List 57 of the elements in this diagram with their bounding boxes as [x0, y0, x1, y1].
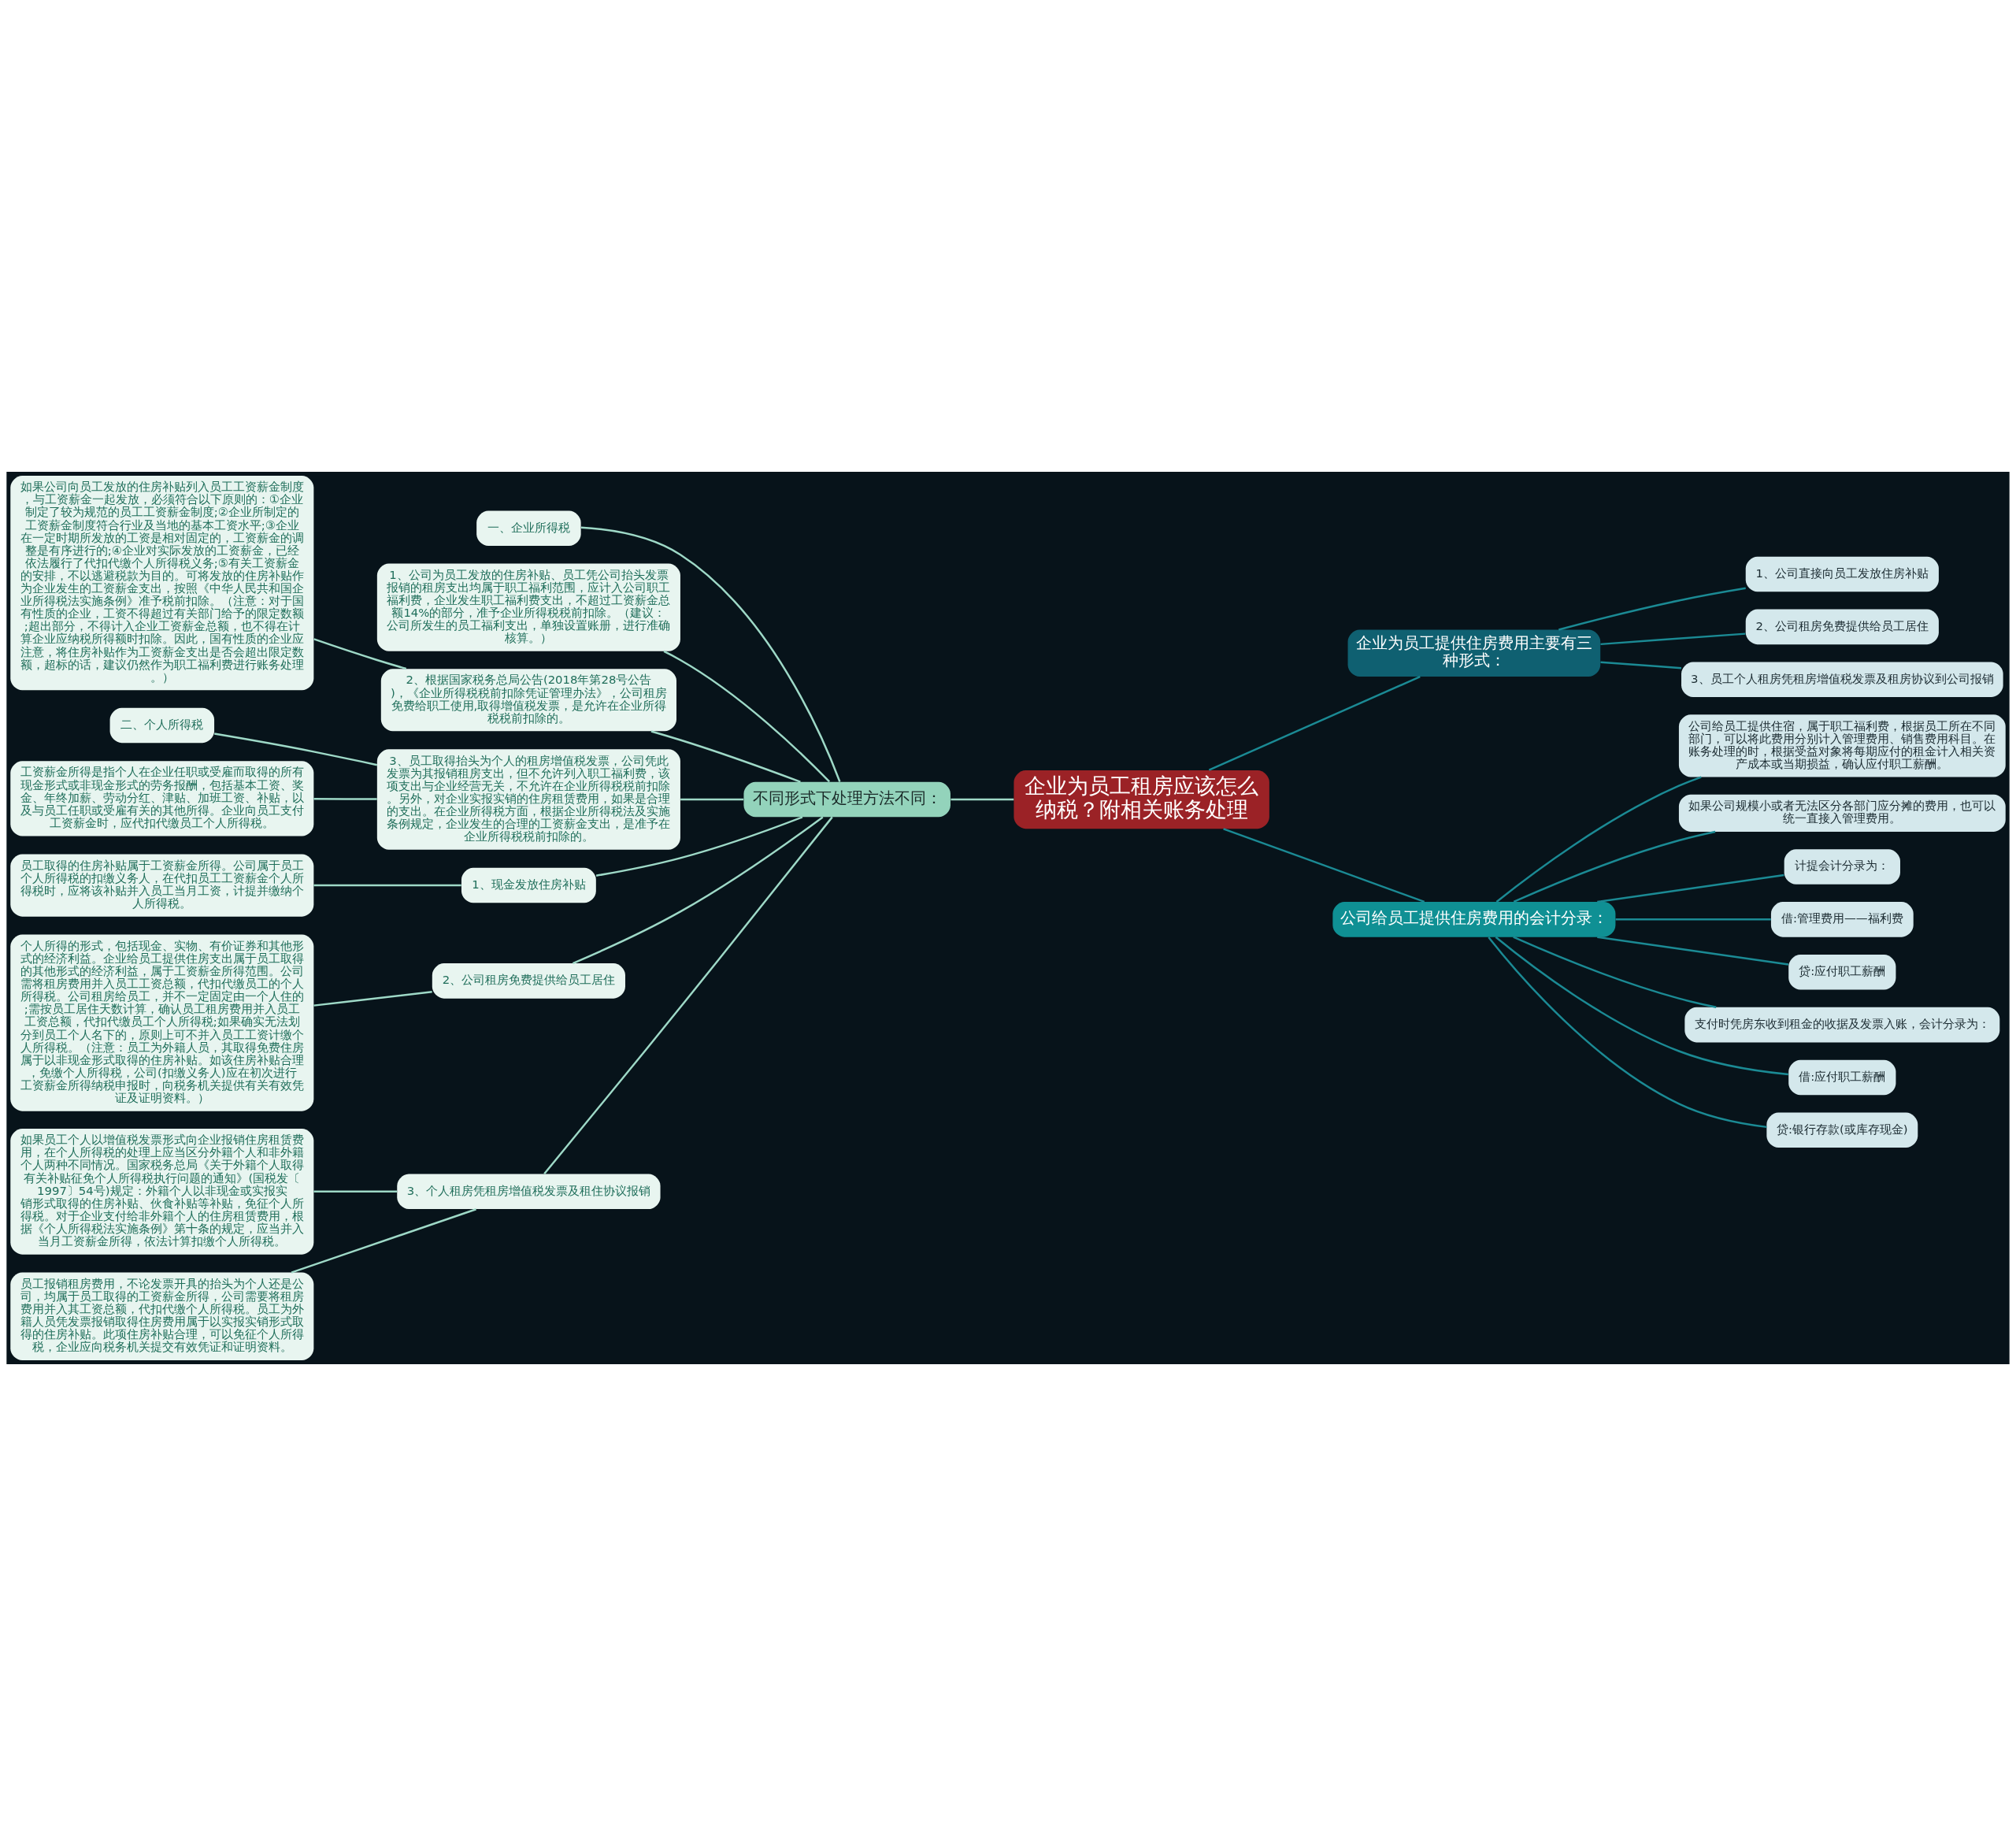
node-box: 3、员工个人租房凭租房增值税发票及租房协议到公司报销	[1681, 662, 2003, 698]
connector	[1597, 873, 1784, 903]
connector	[1597, 936, 1789, 966]
connector	[543, 816, 833, 1175]
connector	[595, 816, 803, 877]
node-box: 员工报销租房费用，不论发票开具的抬头为个人还是公司，均属于员工取得的工资薪金所得，公司需要将租房费用并入其工资总额，代扣代缴个人所得税。员工为外籍人员凭发票报销取得住房费用属于以实报实销形式取得的住房补贴。此项住房补贴合理，可以免征个人所得税，企业应向税务机关提交有效凭证和证明资料。	[10, 1272, 314, 1361]
connector	[580, 526, 841, 782]
node-box: 个人所得的形式，包括现金、实物、有价证券和其他形式的经济利益。企业给员工提供住房支出属于员工取得的其他形式的经济利益，属于工资薪金所得范围。公司需将租房费用并入员工工资总额，代扣代缴员工的个人所得税。公司租房给员工，并不一定固定由一个人住的;需按员工居住天数计算，确认员工租房费用并入员工工资总额，代扣代缴员工个人所得税;如果确实无法划分到员工个人名下的，原则上可不并入员工工资计缴个人所得税。（注意：员工为外籍人员，其取得免费住房属于以非现金形式取得的住房补贴。如该住房补贴合理，免缴个人所得税，公司(扣缴义务人)应在初次进行工资薪金所得纳税申报时，向税务机关提供有关有效凭证及证明资料。）	[10, 934, 314, 1111]
connector	[313, 798, 377, 800]
connector	[313, 991, 432, 1007]
node-box: 二、个人所得税	[109, 707, 215, 744]
node-box: 公司给员工提供住房费用的会计分录：	[1332, 902, 1616, 937]
connector	[1600, 632, 1746, 646]
node-box: 贷:应付职工薪酬	[1788, 954, 1896, 990]
node-box: 1、现金发放住房补贴	[461, 867, 596, 903]
connector	[1600, 661, 1682, 669]
connector	[572, 816, 824, 965]
node-box: 支付时凭房东收到租金的收据及发票入账，会计分录为：	[1684, 1007, 2000, 1043]
node-box: 借:应付职工薪酬	[1788, 1059, 1896, 1096]
connector	[650, 730, 801, 783]
node-box: 如果公司向员工发放的住房补贴列入员工工资薪金制度，与工资薪金一起发放，必须符合以下原则的：①企业制定了较为规范的员工工资薪金制度;②企业所制定的工资薪金制度符合行业及当地的基本工资水平;③企业在一定时期所发放的工资是相对固定的，工资薪金的调整是有序进行的;④企业对实际发放的工资薪金，已经依法履行了代扣代缴个人所得税义务;⑤有关工资薪金的安排，不以逃避税款为目的。可将发放的住房补贴作为企业发生的工资薪金支出，按照《中华人民共和国企业所得税法实施条例》准予税前扣除。（注意：对于国有性质的企业，工资不得超过有关部门给予的限定数额;超出部分，不得计入企业工资薪金总额，也不得在计算企业应纳税所得额时扣除。因此，国有性质的企业应注意，将住房补贴作为工资薪金支出是否会超出限定数额，超标的话，建议仍然作为职工福利费进行账务处理。）	[10, 475, 314, 691]
node-box: 如果员工个人以增值税发票形式向企业报销住房租赁费用，在个人所得税的处理上应当区分外籍个人和非外籍个人两种不同情况。国家税务总局《关于外籍个人取得有关补贴征免个人所得税执行问题的通知》(国税发〔1997〕54号)规定：外籍个人以非现金或实报实销形式取得的住房补贴、伙食补贴等补贴，免征个人所得税。对于企业支付给非外籍个人的住房租赁费用，根据《个人所得税法实施条例》第十条的规定，应当并入当月工资薪金所得，依法计算扣缴个人所得税。	[10, 1128, 314, 1255]
node-box: 2、根据国家税务总局公告(2018年第28号公告)，《企业所得税税前扣除凭证管理办法》，公司租房免费给职工使用,取得增值税发票，是允许在企业所得税税前扣除的。	[380, 669, 676, 732]
node-box: 企业为员工租房应该怎么纳税？附相关账务处理	[1014, 770, 1269, 829]
node-box: 1、公司为员工发放的住房补贴、员工凭公司抬头发票报销的租房支出均属于职工福利范围，应计入公司职工福利费，企业发生职工福利费支出，不超过工资薪金总额14%的部分，准予企业所得税税前扣除。（建议：公司所发生的员工福利支出，单独设置账册，进行准确核算。）	[376, 563, 680, 651]
node-box: 贷:银行存款(或库存现金)	[1766, 1112, 1918, 1148]
node-box: 不同形式下处理方法不同：	[743, 781, 951, 818]
connector	[1495, 776, 1702, 903]
connector	[680, 798, 744, 801]
connector	[214, 733, 378, 766]
connector	[1208, 676, 1421, 771]
node-box: 员工取得的住房补贴属于工资薪金所得。公司属于员工个人所得税的扣缴义务人，在代扣员工工资薪金个人所得税时，应将该补贴并入员工当月工资，计提并缴纳个人所得税。	[10, 854, 314, 917]
connector	[1495, 936, 1788, 1076]
connector	[313, 638, 407, 670]
connector	[313, 1190, 398, 1193]
node-box: 借:管理费用——福利费	[1770, 902, 1914, 937]
node-box: 3、个人租房凭租房增值税发票及租住协议报销	[397, 1174, 661, 1210]
connector	[291, 1208, 476, 1274]
connector	[1513, 830, 1716, 903]
connector	[1513, 936, 1717, 1008]
node-box: 企业为员工提供住房费用主要有三种形式：	[1347, 629, 1601, 677]
connector	[1558, 587, 1746, 631]
connector	[1615, 918, 1771, 921]
node-box: 3、员工取得抬头为个人的租房增值税发票，公司凭此发票为其报销租房支出，但不允许列入职工福利费，该项支出与企业经营无关，不允许在企业所得税税前扣除。另外，对企业实报实销的住房租赁费用，如果是合理的支出。在企业所得税方面，根据企业所得税法及实施条例规定，企业发生的合理的工资薪金支出，是准予在企业所得税税前扣除的。	[376, 749, 680, 850]
connector	[1223, 828, 1425, 903]
node-box: 2、公司租房免费提供给员工居住	[1745, 609, 1939, 645]
node-box: 2、公司租房免费提供给员工居住	[432, 963, 625, 999]
node-box: 如果公司规模小或者无法区分各部门应分摊的费用，也可以统一直接入管理费用。	[1678, 794, 2006, 832]
node-box: 一、企业所得税	[476, 510, 581, 547]
connector	[1488, 937, 1767, 1129]
connector	[663, 650, 831, 783]
node-box: 公司给员工提供住宿，属于职工福利费，根据员工所在不同部门，可以将此费用分别计入管理费用、销售费用科目。在账务处理的时，根据受益对象将每期应付的租金计入相关资产成本或当期损益，确认应付职工薪酬。	[1678, 714, 2006, 777]
node-box: 工资薪金所得是指个人在企业任职或受雇而取得的所有现金形式或非现金形式的劳务报酬，包括基本工资、奖金、年终加薪、劳动分红、津贴、加班工资、补贴，以及与员工任职或受雇有关的其他所得。企业向员工支付工资薪金时，应代扣代缴员工个人所得税。	[10, 761, 314, 836]
connector	[951, 798, 1014, 801]
node-box: 计提会计分录为：	[1784, 849, 1900, 885]
connector	[313, 884, 461, 887]
node-box: 1、公司直接向员工发放住房补贴	[1745, 556, 1939, 592]
